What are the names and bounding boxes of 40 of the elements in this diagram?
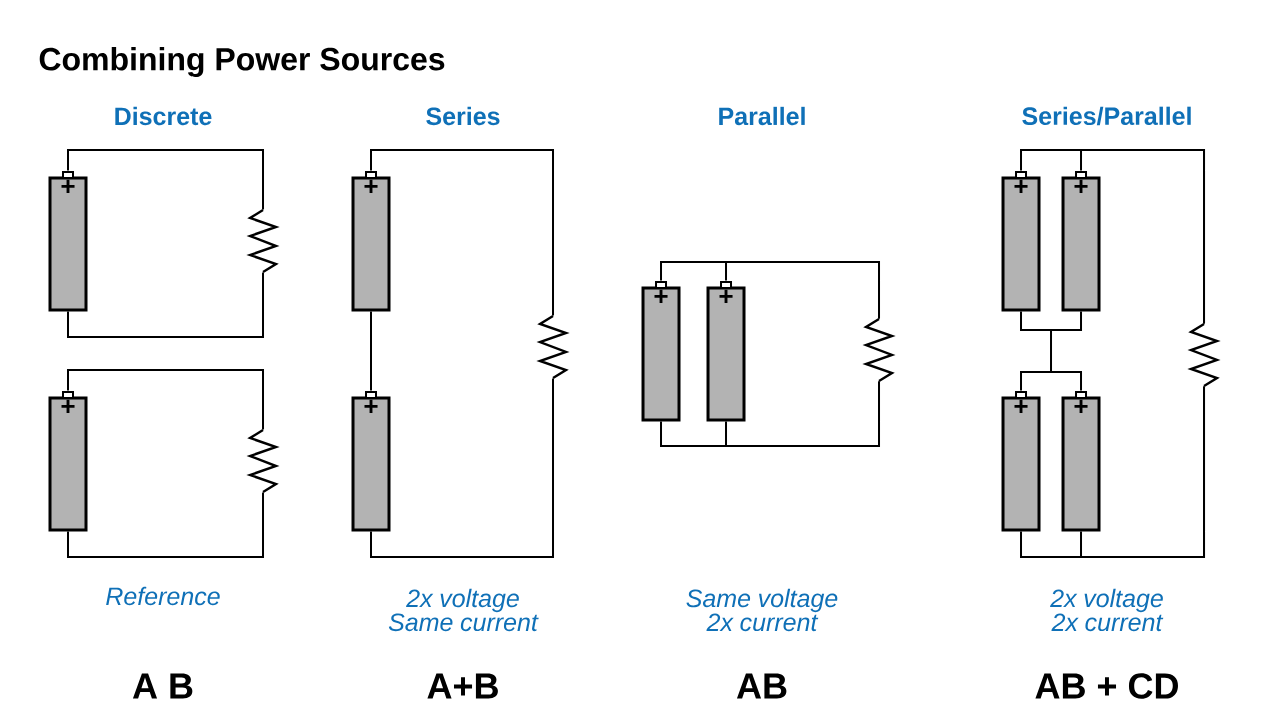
battery: + bbox=[48, 391, 88, 532]
column-heading: Discrete bbox=[115, 106, 212, 126]
wire bbox=[370, 310, 372, 392]
wire bbox=[67, 491, 264, 558]
wire bbox=[67, 369, 264, 431]
caption: 2x voltage Same current bbox=[388, 588, 539, 632]
resistor-symbol bbox=[1187, 322, 1221, 388]
caption: Same voltage 2x current bbox=[686, 588, 838, 632]
battery: + bbox=[1001, 391, 1041, 532]
battery: + bbox=[351, 171, 391, 312]
title: Combining Power Sources bbox=[39, 47, 445, 77]
column-heading: Series bbox=[426, 106, 500, 126]
battery: + bbox=[351, 391, 391, 532]
wire bbox=[370, 149, 554, 317]
resistor-symbol bbox=[246, 209, 280, 274]
formula-label: AB bbox=[736, 673, 787, 699]
resistor-symbol bbox=[862, 317, 896, 383]
battery: + bbox=[48, 171, 88, 312]
wire bbox=[1080, 385, 1205, 558]
battery: + bbox=[641, 281, 681, 422]
wire bbox=[370, 377, 554, 558]
wire bbox=[1080, 149, 1205, 325]
caption: Reference bbox=[106, 586, 220, 606]
wire bbox=[1020, 310, 1082, 392]
caption: 2x voltage 2x current bbox=[1050, 588, 1164, 632]
formula-label: AB + CD bbox=[1035, 673, 1178, 699]
formula-label: A B bbox=[132, 673, 193, 699]
wire bbox=[725, 261, 880, 320]
resistor-symbol bbox=[536, 314, 570, 380]
column-heading: Parallel bbox=[719, 106, 805, 126]
formula-label: A+B bbox=[427, 673, 498, 699]
battery: + bbox=[1061, 391, 1101, 532]
wire bbox=[67, 149, 264, 211]
wire bbox=[67, 271, 264, 338]
battery: + bbox=[1001, 171, 1041, 312]
resistor-symbol bbox=[246, 428, 280, 494]
wire bbox=[725, 380, 880, 447]
column-heading: Series/Parallel bbox=[1022, 106, 1191, 126]
battery: + bbox=[706, 281, 746, 422]
battery: + bbox=[1061, 171, 1101, 312]
